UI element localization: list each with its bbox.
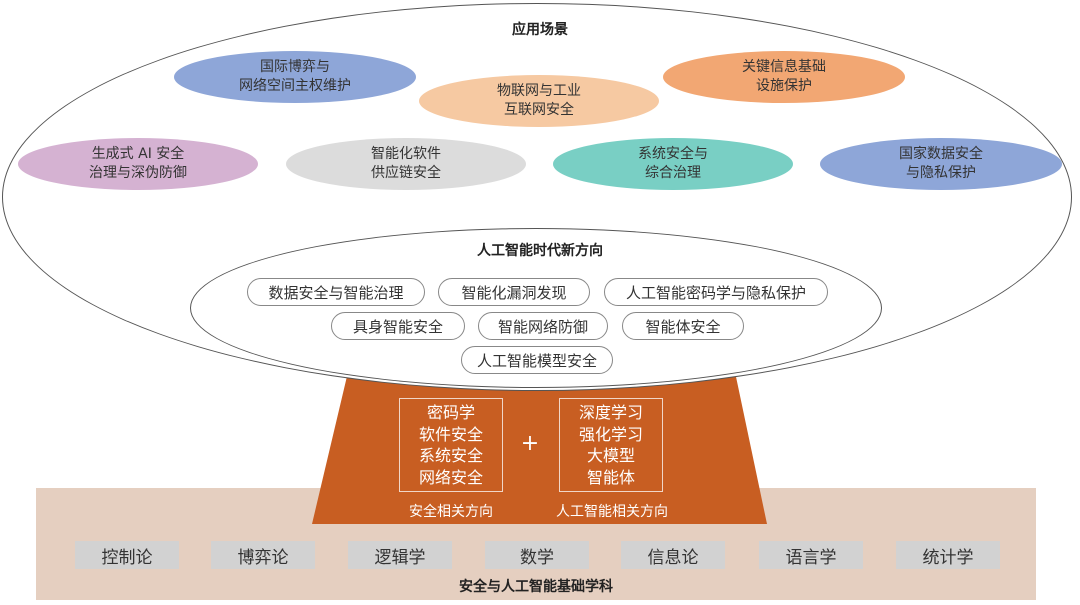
scenario-line: 国际博弈与 — [260, 59, 330, 75]
direction-tag: 智能网络防御 — [478, 312, 608, 340]
direction-tag: 人工智能密码学与隐私保护 — [604, 278, 828, 306]
security-directions-box: 密码学 软件安全 系统安全 网络安全 — [399, 398, 503, 492]
ai-directions-box: 深度学习 强化学习 大模型 智能体 — [559, 398, 663, 492]
scenario-pill: 物联网与工业 互联网安全 — [419, 75, 659, 127]
security-item: 系统安全 — [418, 446, 483, 465]
scenario-pill: 系统安全与 综合治理 — [553, 138, 793, 190]
subject-logic: 逻辑学 — [348, 541, 452, 569]
scenario-line: 治理与深伪防御 — [89, 165, 187, 181]
ai-item: 深度学习 — [578, 403, 643, 422]
scenario-pill: 生成式 AI 安全 治理与深伪防御 — [18, 138, 258, 190]
ai-directions-title: 人工智能时代新方向 — [477, 243, 603, 259]
security-item: 网络安全 — [418, 467, 483, 487]
ai-item: 强化学习 — [578, 424, 643, 444]
scenario-line: 关键信息基础 — [742, 59, 826, 75]
plus-sign: + — [520, 430, 540, 456]
application-scenarios-title: 应用场景 — [512, 22, 568, 38]
ai-directions-caption: 人工智能相关方向 — [556, 504, 668, 520]
direction-tag: 人工智能模型安全 — [461, 346, 613, 374]
subject-information-theory: 信息论 — [621, 541, 725, 569]
scenario-line: 综合治理 — [645, 165, 701, 181]
direction-tag: 智能体安全 — [622, 312, 744, 340]
ai-item: 大模型 — [586, 446, 635, 465]
scenario-line: 物联网与工业 — [497, 83, 581, 99]
scenario-line: 网络空间主权维护 — [239, 78, 351, 94]
security-directions-caption: 安全相关方向 — [409, 504, 493, 520]
scenario-line: 国家数据安全 — [899, 146, 983, 162]
direction-tag: 智能化漏洞发现 — [438, 278, 590, 306]
scenario-line: 生成式 AI 安全 — [91, 146, 185, 162]
direction-tag: 数据安全与智能治理 — [247, 278, 425, 306]
scenario-line: 设施保护 — [756, 78, 812, 94]
related-directions-trapezoid — [312, 372, 767, 524]
foundation-title: 安全与人工智能基础学科 — [459, 579, 613, 595]
security-item: 密码学 — [426, 403, 475, 422]
scenario-line: 与隐私保护 — [906, 165, 976, 181]
subject-game-theory: 博弈论 — [211, 541, 315, 569]
scenario-line: 互联网安全 — [504, 102, 574, 118]
subject-linguistics: 语言学 — [759, 541, 863, 569]
scenario-line: 供应链安全 — [371, 165, 441, 181]
ai-item: 智能体 — [586, 467, 635, 487]
subject-mathematics: 数学 — [485, 541, 589, 569]
scenario-pill: 智能化软件 供应链安全 — [286, 138, 526, 190]
scenario-pill: 国际博弈与 网络空间主权维护 — [174, 51, 416, 103]
direction-tag: 具身智能安全 — [331, 312, 465, 340]
scenario-line: 智能化软件 — [371, 146, 441, 162]
subject-cybernetics: 控制论 — [75, 541, 179, 569]
subject-statistics: 统计学 — [896, 541, 1000, 569]
security-item: 软件安全 — [418, 424, 483, 444]
scenario-line: 系统安全与 — [638, 146, 708, 162]
scenario-pill: 国家数据安全 与隐私保护 — [820, 138, 1062, 190]
scenario-pill: 关键信息基础 设施保护 — [663, 51, 905, 103]
